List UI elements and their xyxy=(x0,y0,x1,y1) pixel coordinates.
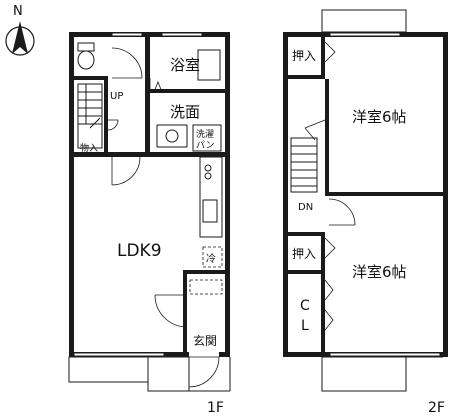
wall xyxy=(288,232,325,236)
wall xyxy=(321,232,325,272)
closet-top-label: 押入 xyxy=(292,49,316,63)
bath-door xyxy=(149,78,163,93)
staircase-2f xyxy=(290,137,318,193)
compass-arrow-icon xyxy=(12,21,28,54)
wall xyxy=(225,32,230,357)
wall xyxy=(443,32,448,357)
hall-door xyxy=(328,198,356,226)
wall xyxy=(104,78,108,152)
closet-top-door xyxy=(324,41,336,63)
front-door xyxy=(188,356,220,388)
fridge-label: 冷 xyxy=(206,252,216,265)
entrance-door xyxy=(154,294,188,328)
laundry-pan xyxy=(192,124,222,152)
room-top-label: 洋室6帖 xyxy=(352,108,407,126)
wall xyxy=(283,32,288,357)
wall xyxy=(183,270,225,274)
storage-label-1f: 物入 xyxy=(80,142,98,154)
closet-bottom-door xyxy=(324,237,336,259)
wall xyxy=(325,79,329,194)
room-top-door xyxy=(304,119,326,141)
wall xyxy=(219,352,230,357)
wall xyxy=(150,89,225,93)
floor-1-label: 1F xyxy=(207,400,224,416)
cl-label-c: C xyxy=(300,298,310,314)
balcony-top xyxy=(321,9,407,33)
compass: N xyxy=(5,4,35,56)
wall xyxy=(288,75,325,79)
bathtub xyxy=(197,49,221,81)
fridge-space xyxy=(202,246,223,268)
wall xyxy=(69,32,74,357)
entrance-label: 玄関 xyxy=(193,333,217,348)
wall xyxy=(145,37,150,157)
wall xyxy=(325,192,443,196)
wall xyxy=(288,270,325,274)
balcony-bottom xyxy=(321,356,407,392)
balcony-1f xyxy=(68,356,149,383)
room-bottom-label: 洋室6帖 xyxy=(352,263,407,281)
kitchen-counter xyxy=(199,156,223,238)
wall xyxy=(183,270,187,352)
closet-bottom-label: 押入 xyxy=(292,247,316,261)
washroom-label: 洗面 xyxy=(170,103,200,121)
wall xyxy=(321,37,325,77)
wall xyxy=(74,152,225,157)
toilet-door xyxy=(111,47,143,79)
up-label: UP xyxy=(110,91,123,102)
floor-2-label: 2F xyxy=(428,400,445,416)
staircase xyxy=(77,83,103,149)
down-label: DN xyxy=(298,202,313,213)
ldk-label: LDK9 xyxy=(117,241,162,261)
window xyxy=(329,352,441,357)
laundry-label: 洗濯 パン xyxy=(196,128,217,151)
storage-door xyxy=(107,119,119,131)
wall xyxy=(74,76,108,80)
toilet-icon xyxy=(77,42,95,70)
window xyxy=(329,32,401,37)
window xyxy=(111,32,143,37)
compass-north-label: N xyxy=(13,4,23,19)
floor-1-plan: 浴室 UP 物入 洗面 洗濯 パン xyxy=(68,32,231,416)
porch xyxy=(147,356,190,392)
sink-icon xyxy=(156,124,188,148)
window xyxy=(161,32,203,37)
floor-2-plan: 押入 洋室6帖 DN 押入 洋室6帖 C L xyxy=(283,9,448,416)
washroom-door xyxy=(111,156,141,186)
bath-label: 浴室 xyxy=(170,56,200,74)
cl-label-l: L xyxy=(301,318,309,334)
window xyxy=(73,352,165,357)
cl-door xyxy=(324,279,334,331)
wall xyxy=(321,274,325,352)
shoe-box xyxy=(189,279,223,295)
wall xyxy=(69,32,230,37)
